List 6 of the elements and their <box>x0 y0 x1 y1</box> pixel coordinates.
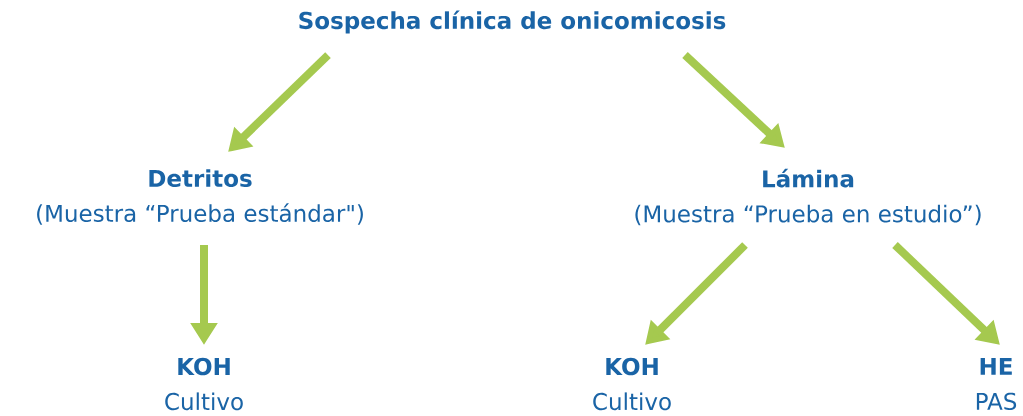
step-label: HE PAS <box>976 357 1017 411</box>
step-label: Lámina (Muestra “Prueba en estudio”) <box>635 168 981 226</box>
step-label: KOH Cultivo <box>593 357 671 411</box>
step-label: Detritos (Muestra “Prueba estándar") <box>37 169 363 225</box>
title-text: Sospecha clínica de onicomicosis <box>299 10 726 34</box>
step-label: KOH Cultivo <box>165 357 243 411</box>
